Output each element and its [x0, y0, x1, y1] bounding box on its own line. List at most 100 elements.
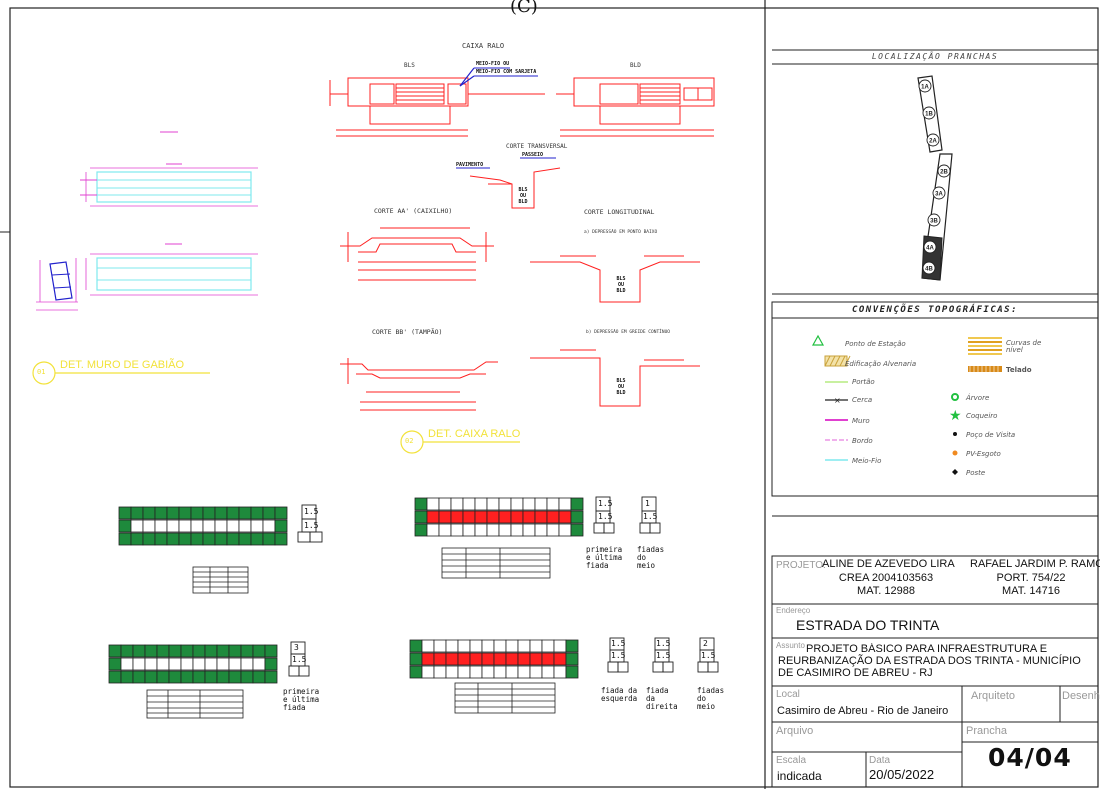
- brick-stack-boxes: [288, 496, 719, 677]
- meio-fio-label: MEIO-FIO OU: [476, 61, 510, 67]
- meio-fio-sarjeta-label: MEIO-FIO COM SARJETA: [476, 69, 537, 75]
- gabion-wall-plan-bottom: [85, 243, 258, 296]
- mat1: MAT. 12988: [857, 585, 915, 597]
- legend-right-0: Curvas de nível: [1006, 339, 1042, 354]
- label-fiadas-meio-2: fiadas do meio: [697, 686, 725, 711]
- prancha-label: Prancha: [966, 725, 1007, 737]
- sheet-marker-4B: [922, 261, 936, 275]
- legend-left-6: Meio-Fio: [852, 457, 882, 465]
- bls-ou-bld-1: BLS OU BLD: [518, 187, 528, 205]
- passeio-label: PASSEIO: [522, 152, 544, 158]
- legend-left-4: Muro: [852, 417, 870, 425]
- meio-fio-leader: [459, 67, 538, 87]
- legend-right-4: Poço de Visita: [966, 431, 1016, 439]
- stack7-v2: 1.5: [701, 651, 716, 660]
- sheet-marker-label: 1A: [921, 85, 929, 91]
- data-label: Data: [869, 755, 891, 766]
- stack2-v1: 1.5: [598, 499, 613, 508]
- corte-aa: [340, 227, 494, 281]
- stack3-v1: 1: [645, 499, 650, 508]
- caixa-ralo-bls-plan: [329, 77, 545, 137]
- label-fiada-esquerda: fiada da esquerda: [601, 686, 638, 703]
- localizacao-title: LOCALIZAÇÃO PRANCHAS: [871, 52, 999, 61]
- desenho-label: Desenho: [1062, 690, 1100, 702]
- bls-label: BLS: [404, 62, 415, 69]
- stack6-v2: 1.5: [656, 651, 671, 660]
- legend-symbols: ×★: [811, 334, 1002, 475]
- localizacao-panel: [772, 49, 1098, 295]
- depressao-a-label: a) DEPRESSÃO EM PONTO BAIXO: [584, 230, 658, 235]
- label-fiadas-meio-1: fiadas do meio: [637, 545, 665, 570]
- brick-course-2: [414, 497, 584, 537]
- stack4-v1: 3: [294, 643, 299, 652]
- corte-bb: [340, 358, 498, 411]
- sheet-marker-label: 2A: [929, 139, 937, 145]
- stack3-v2: 1.5: [643, 512, 658, 521]
- stack7-v1: 2: [703, 639, 708, 648]
- escala: indicada: [777, 769, 822, 783]
- sheet-marker-1B: [922, 106, 936, 120]
- prancha-number: 04/04: [988, 743, 1072, 772]
- tree-icon: [951, 393, 959, 401]
- stack2-v2: 1.5: [598, 512, 613, 521]
- endereco: ESTRADA DO TRINTA: [796, 617, 940, 633]
- label-primeira-ultima-2: primeira e última fiada: [283, 687, 320, 712]
- local-label: Local: [776, 689, 800, 700]
- brick-course-3: [108, 644, 278, 684]
- sheet-marker-1A: [918, 79, 932, 93]
- legend-right-6: Poste: [966, 469, 986, 477]
- sheet-marker-label: 2B: [940, 170, 948, 176]
- sheet-marker-label: 4A: [926, 246, 934, 252]
- escala-label: Escala: [776, 755, 807, 766]
- autor1: ALINE DE AZEVEDO LIRA: [822, 558, 955, 570]
- brick-course-4: [409, 639, 579, 679]
- sheet-marker-2B: [937, 164, 951, 178]
- caixa-ralo-title: CAIXA RALO: [462, 42, 505, 50]
- quantity-table-4: [454, 682, 556, 714]
- quantity-table-2: [441, 547, 551, 579]
- contour-icon: [968, 337, 1002, 355]
- corte-bb-title: CORTE BB' (TAMPÃO): [372, 328, 443, 336]
- sheet-marker-4A: [923, 240, 937, 254]
- stack6-v1: 1.5: [656, 639, 671, 648]
- det02-number: 02: [405, 437, 414, 445]
- depressao-b-label: b) DEPRESSÃO EM GREIDE CONTÍNUO: [586, 330, 670, 335]
- bld-label: BLD: [630, 62, 641, 69]
- label-primeira-ultima-1: primeira e última fiada: [586, 545, 623, 570]
- crea: CREA 2004103563: [838, 572, 934, 584]
- legend-left-0: Ponto de Estação: [845, 340, 906, 348]
- corte-transversal: [456, 157, 561, 209]
- mat2: MAT. 14716: [1002, 585, 1060, 597]
- pavimento-label: PAVIMENTO: [456, 162, 484, 168]
- stack1-v2: 1.5: [304, 521, 319, 530]
- det02-marker: [400, 430, 520, 454]
- corte-longitudinal-a: [530, 255, 700, 303]
- arquiteto-label: Arquiteto: [971, 690, 1016, 702]
- corte-longitudinal-b: [530, 349, 700, 407]
- corte-transversal-title: CORTE TRANSVERSAL: [506, 143, 568, 150]
- local: Casimiro de Abreu - Rio de Janeiro: [777, 705, 949, 717]
- quantity-table-1: [192, 566, 249, 594]
- sheet-marker-3B: [927, 213, 941, 227]
- sheet-marker-label: 3A: [935, 192, 943, 198]
- bls-ou-bld-3: BLS OU BLD: [616, 378, 626, 396]
- triangle-icon: [811, 334, 825, 346]
- legend-left-2: Portão: [852, 378, 875, 386]
- det02-title: DET. CAIXA RALO: [428, 428, 521, 440]
- sheet-marker-label: 4B: [925, 267, 933, 273]
- legend-right-5: PV-Esgoto: [966, 450, 1001, 458]
- quantity-table-3: [146, 689, 244, 719]
- sheet-marker-2A: [926, 133, 940, 147]
- manhole-icon: [953, 432, 957, 436]
- sheet-marker-label: 1B: [925, 112, 933, 118]
- assunto-label: Assunto: [776, 641, 805, 650]
- stack1-v1: 1.5: [304, 507, 319, 516]
- stack5-v2: 1.5: [611, 651, 626, 660]
- legend-left-5: Bordo: [852, 437, 873, 445]
- det01-title: DET. MURO DE GABIÃO: [60, 359, 185, 371]
- gabion-wall-plan-top: [80, 131, 258, 207]
- stack4-v2: 1.5: [292, 655, 307, 664]
- star-icon: ★: [949, 408, 962, 424]
- brick-course-1: [118, 506, 288, 546]
